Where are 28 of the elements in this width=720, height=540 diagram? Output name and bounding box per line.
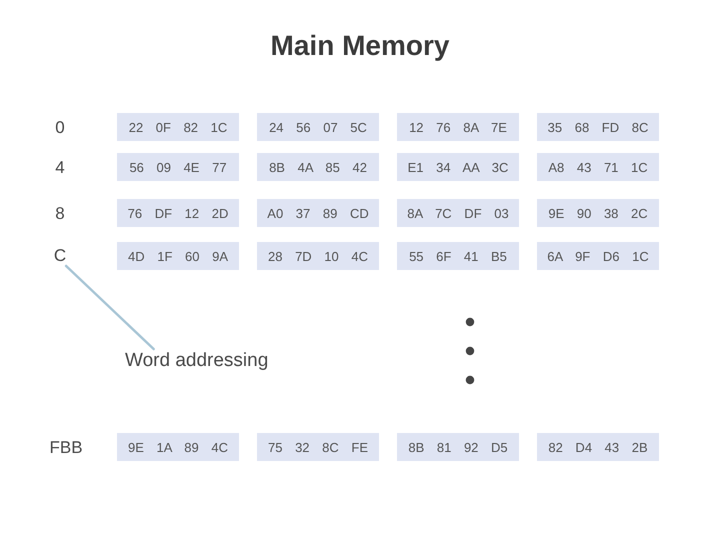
memory-word: 8A 7C DF 03 bbox=[397, 199, 519, 227]
annotation-text: Word addressing bbox=[125, 349, 268, 372]
memory-word: 8B 4A 85 42 bbox=[257, 153, 379, 181]
memory-word: 35 68 FD 8C bbox=[537, 113, 659, 141]
memory-word: 9E 90 38 2C bbox=[537, 199, 659, 227]
leader-line bbox=[64, 264, 155, 350]
row-address: 4 bbox=[55, 157, 65, 178]
memory-word: 28 7D 10 4C bbox=[257, 242, 379, 270]
memory-word: 75 32 8C FE bbox=[257, 433, 379, 461]
memory-word: 82 D4 43 2B bbox=[537, 433, 659, 461]
row-address: C bbox=[54, 245, 66, 266]
row-address: 8 bbox=[55, 203, 65, 224]
memory-word: 9E 1A 89 4C bbox=[117, 433, 239, 461]
memory-word: 22 0F 82 1C bbox=[117, 113, 239, 141]
memory-word: 24 56 07 5C bbox=[257, 113, 379, 141]
memory-word: A0 37 89 CD bbox=[257, 199, 379, 227]
memory-word: 4D 1F 60 9A bbox=[117, 242, 239, 270]
memory-word: 8B 81 92 D5 bbox=[397, 433, 519, 461]
slide-title: Main Memory bbox=[270, 30, 450, 62]
memory-word: 6A 9F D6 1C bbox=[537, 242, 659, 270]
memory-word: 76 DF 12 2D bbox=[117, 199, 239, 227]
memory-word: A8 43 71 1C bbox=[537, 153, 659, 181]
memory-word: 56 09 4E 77 bbox=[117, 153, 239, 181]
memory-word: E1 34 AA 3C bbox=[397, 153, 519, 181]
row-address: 0 bbox=[55, 117, 65, 138]
memory-word: 55 6F 41 B5 bbox=[397, 242, 519, 270]
row-address: FBB bbox=[49, 437, 83, 458]
memory-word: 12 76 8A 7E bbox=[397, 113, 519, 141]
